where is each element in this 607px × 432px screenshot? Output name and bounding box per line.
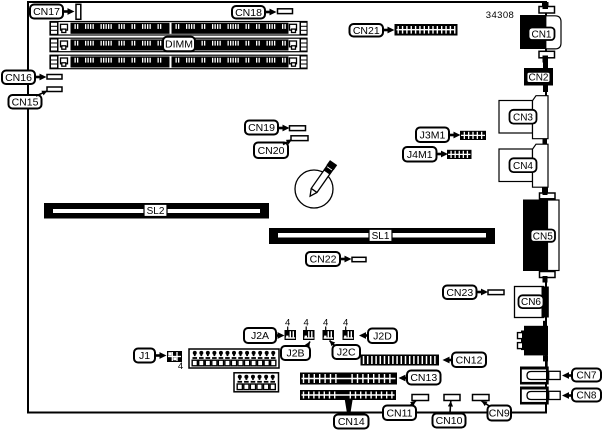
svg-text:CN12: CN12: [456, 354, 483, 366]
svg-text:CN7: CN7: [576, 371, 596, 382]
svg-text:CN3: CN3: [513, 112, 533, 123]
svg-text:CN22: CN22: [310, 254, 337, 266]
svg-text:CN8: CN8: [576, 391, 596, 402]
svg-text:J2C: J2C: [337, 347, 356, 359]
svg-text:CN1: CN1: [531, 29, 551, 40]
svg-text:CN14: CN14: [338, 416, 365, 428]
svg-text:CN6: CN6: [521, 297, 541, 308]
svg-text:CN13: CN13: [410, 372, 437, 384]
svg-text:CN4: CN4: [513, 161, 533, 172]
svg-text:4: 4: [304, 318, 309, 329]
svg-text:CN9: CN9: [489, 408, 510, 420]
svg-text:J2B: J2B: [286, 348, 304, 360]
svg-text:CN11: CN11: [386, 407, 412, 419]
svg-text:J4M1: J4M1: [407, 149, 433, 161]
svg-text:CN20: CN20: [258, 145, 285, 157]
svg-text:4: 4: [178, 361, 183, 372]
svg-text:CN15: CN15: [12, 96, 39, 108]
svg-text:SL2: SL2: [147, 206, 165, 217]
svg-text:CN17: CN17: [33, 6, 60, 18]
svg-text:CN19: CN19: [248, 122, 275, 134]
svg-text:4: 4: [323, 318, 328, 329]
svg-text:CN21: CN21: [353, 25, 380, 37]
svg-text:34308: 34308: [486, 10, 514, 21]
svg-text:CN16: CN16: [5, 72, 32, 84]
svg-text:4: 4: [343, 318, 348, 329]
svg-text:J2A: J2A: [251, 330, 269, 342]
svg-text:J2D: J2D: [373, 330, 392, 342]
svg-text:J1: J1: [139, 350, 150, 362]
svg-text:J3M1: J3M1: [420, 129, 446, 141]
svg-text:CN5: CN5: [533, 231, 553, 242]
svg-text:CN2: CN2: [528, 73, 548, 84]
svg-text:CN10: CN10: [436, 415, 463, 427]
svg-text:DIMM: DIMM: [165, 39, 193, 51]
svg-text:CN18: CN18: [235, 7, 262, 19]
svg-text:CN23: CN23: [446, 287, 473, 299]
svg-text:4: 4: [285, 318, 290, 329]
svg-text:SL1: SL1: [372, 231, 390, 242]
